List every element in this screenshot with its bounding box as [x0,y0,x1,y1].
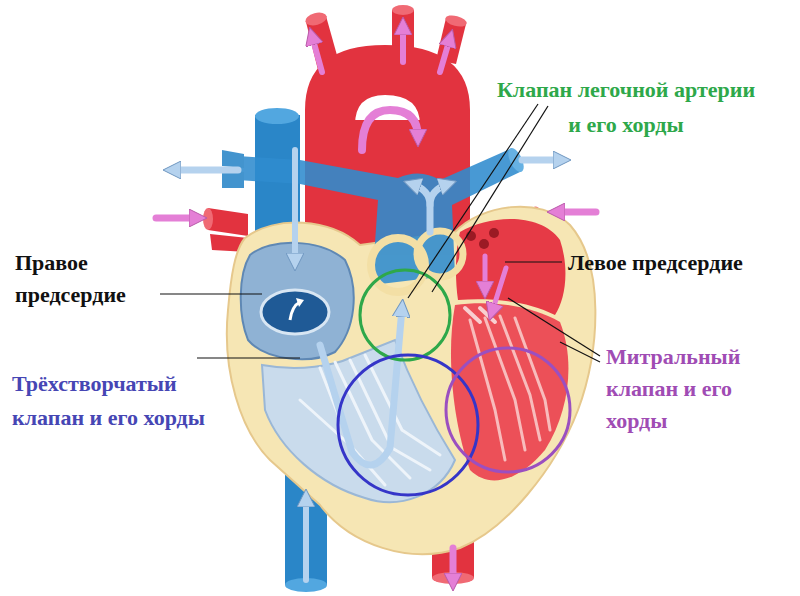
heart-body [456,219,565,315]
flow-arrow [303,498,309,580]
aorta [392,5,414,15]
leader-line [508,298,600,356]
pulmonary-vein [208,208,248,236]
heart-body [261,290,329,334]
flow-arrow [362,110,418,150]
aorta [304,10,328,27]
leader-line [432,106,548,292]
flow-arrow [156,215,198,222]
flow-arrow [412,184,430,232]
valve-ring [371,231,463,292]
aorta [444,13,468,28]
leader-line [160,104,600,362]
heart-body [296,298,304,307]
flow-arrow [522,157,562,164]
heart-body [489,228,499,238]
callout-label: Клапан легочной артерии и его хорды [496,72,757,142]
highlight-circle [338,270,570,495]
pulmonary-artery [222,150,244,168]
leader-line [160,293,262,294]
vena-cava [255,108,299,124]
highlight-circle [446,348,570,472]
chordae [300,308,550,485]
flow-arrow [483,256,488,290]
leader-line [197,357,300,358]
heart-body [479,239,489,249]
callout-label: Правое предсердие [15,247,128,311]
heart-body [262,340,455,502]
flow-arrow [400,26,406,62]
highlight-circle [360,270,450,360]
pulmonary-artery [238,148,520,285]
flow-arrow [156,26,596,582]
flow-arrow [492,268,506,312]
flow-arrow [312,36,322,72]
flow-arrow [320,308,402,465]
callout-label: Митральный клапан и его хорды [606,341,743,437]
flow-arrow [440,38,450,72]
pulmonary-vein [203,208,213,230]
flow-arrow [292,150,298,262]
flow-arrow [450,548,457,582]
flow-arrow [430,184,448,205]
flow-arrow [172,167,238,174]
callout-label: Левое предсердие [568,250,745,276]
chordae [470,316,550,460]
leader-line [408,104,538,298]
leader-line [505,261,562,262]
leader-line [560,342,600,362]
flow-arrow [556,209,596,216]
callout-label: Трёхстворчатый клапан и его хорды [12,367,207,435]
